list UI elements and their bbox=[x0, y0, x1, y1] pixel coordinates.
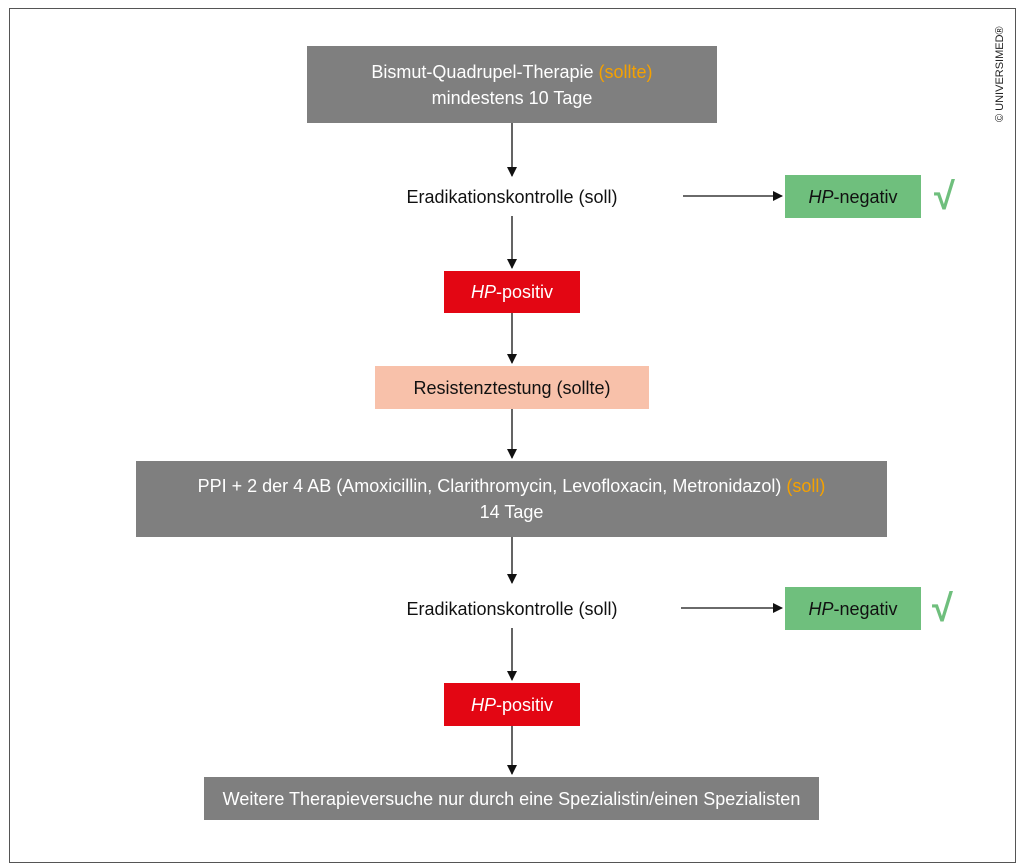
hp-positive-1-prefix: HP bbox=[470, 282, 496, 302]
bismut-therapy-box: Bismut-Quadrupel-Therapie (sollte) minde… bbox=[307, 46, 717, 123]
resistance-testing-label: Resistenztestung (sollte) bbox=[413, 377, 611, 398]
hp-negative-1-suffix: -negativ bbox=[833, 186, 898, 207]
hp-positive-box-1: HP-positiv bbox=[444, 271, 580, 313]
eradication-control-1: Eradikationskontrolle (soll) bbox=[382, 181, 642, 213]
hp-positive-box-2: HP-positiv bbox=[444, 683, 580, 726]
bismut-therapy-label: Bismut-Quadrupel-Therapie bbox=[371, 61, 594, 82]
hp-negative-2-suffix: -negativ bbox=[833, 598, 898, 619]
hp-positive-1-text: HP-positiv bbox=[471, 279, 553, 305]
ppi-therapy-label: PPI + 2 der 4 AB (Amoxicillin, Clarithro… bbox=[197, 476, 782, 496]
check-mark-icon: √ bbox=[934, 176, 955, 218]
hp-negative-2-prefix: HP bbox=[808, 598, 834, 619]
bismut-therapy-line: Bismut-Quadrupel-Therapie (sollte) bbox=[371, 59, 652, 85]
hp-negative-box-2: HP-negativ bbox=[785, 587, 921, 630]
resistance-testing-box: Resistenztestung (sollte) bbox=[375, 366, 649, 409]
specialist-label: Weitere Therapieversuche nur durch eine … bbox=[222, 788, 801, 809]
ppi-therapy-qualifier: (soll) bbox=[786, 476, 826, 496]
hp-positive-2-prefix: HP bbox=[470, 694, 496, 715]
eradication-control-2: Eradikationskontrolle (soll) bbox=[382, 593, 642, 625]
hp-negative-2-text: HP-negativ bbox=[808, 596, 897, 622]
hp-negative-1-text: HP-negativ bbox=[808, 184, 897, 210]
check-mark-icon: √ bbox=[932, 588, 953, 630]
hp-positive-2-suffix: -positiv bbox=[496, 694, 554, 715]
hp-negative-box-1: HP-negativ bbox=[785, 175, 921, 218]
ppi-therapy-duration: 14 Tage bbox=[479, 502, 544, 522]
hp-positive-1-suffix: -positiv bbox=[496, 282, 554, 302]
bismut-therapy-qualifier: (sollte) bbox=[598, 61, 653, 82]
specialist-box: Weitere Therapieversuche nur durch eine … bbox=[204, 777, 819, 820]
hp-positive-2-text: HP-positiv bbox=[471, 692, 553, 718]
ppi-therapy-line: PPI + 2 der 4 AB (Amoxicillin, Clarithro… bbox=[198, 473, 826, 499]
hp-negative-1-prefix: HP bbox=[808, 186, 834, 207]
bismut-therapy-duration: mindestens 10 Tage bbox=[431, 87, 593, 108]
eradication-control-2-label: Eradikationskontrolle (soll) bbox=[406, 599, 618, 619]
diagram-frame bbox=[9, 8, 1016, 863]
eradication-control-1-label: Eradikationskontrolle (soll) bbox=[406, 187, 618, 207]
ppi-therapy-box: PPI + 2 der 4 AB (Amoxicillin, Clarithro… bbox=[136, 461, 887, 537]
